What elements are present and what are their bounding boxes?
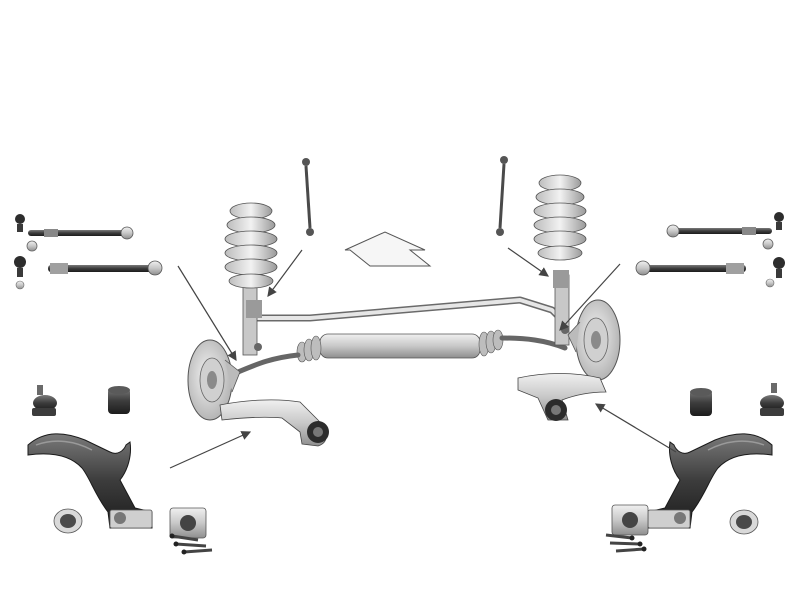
stabilizer-link-left	[302, 158, 314, 236]
lower-arm-mounted-left	[219, 399, 329, 447]
direction-arrow-icon	[344, 231, 432, 267]
brake-disc-left	[187, 339, 241, 421]
pointer-arrow	[559, 263, 621, 331]
coil-spring-right	[533, 174, 587, 346]
pointer-arrow	[507, 247, 549, 277]
bushing-left	[108, 386, 130, 414]
inner-tie-rod-right	[635, 224, 772, 276]
pointer-arrow	[267, 249, 303, 297]
stabilizer-link-right	[496, 156, 508, 236]
rear-bushing-right	[729, 509, 759, 535]
rear-bushing-left	[53, 508, 83, 534]
steering-rack	[235, 329, 568, 375]
bushing-right	[690, 388, 712, 416]
pointer-arrow	[594, 403, 677, 453]
tie-rod-end-right	[762, 212, 785, 288]
brake-disc-right	[567, 299, 621, 381]
bolt-set-left	[169, 507, 213, 555]
inner-tie-rod-left	[28, 226, 163, 276]
ball-joint-left	[32, 385, 57, 416]
pointer-arrow	[177, 265, 237, 362]
ball-joint-right	[760, 383, 784, 416]
control-arm-right	[647, 433, 773, 529]
coil-spring-left	[224, 202, 278, 356]
lower-arm-mounted-right	[517, 373, 607, 421]
pointer-arrows	[169, 247, 677, 469]
bolt-set-right	[605, 504, 649, 553]
control-arm-left	[27, 433, 153, 529]
pointer-arrow	[169, 431, 252, 469]
stabilizer-bar	[252, 296, 564, 322]
tie-rod-end-left	[14, 214, 38, 290]
